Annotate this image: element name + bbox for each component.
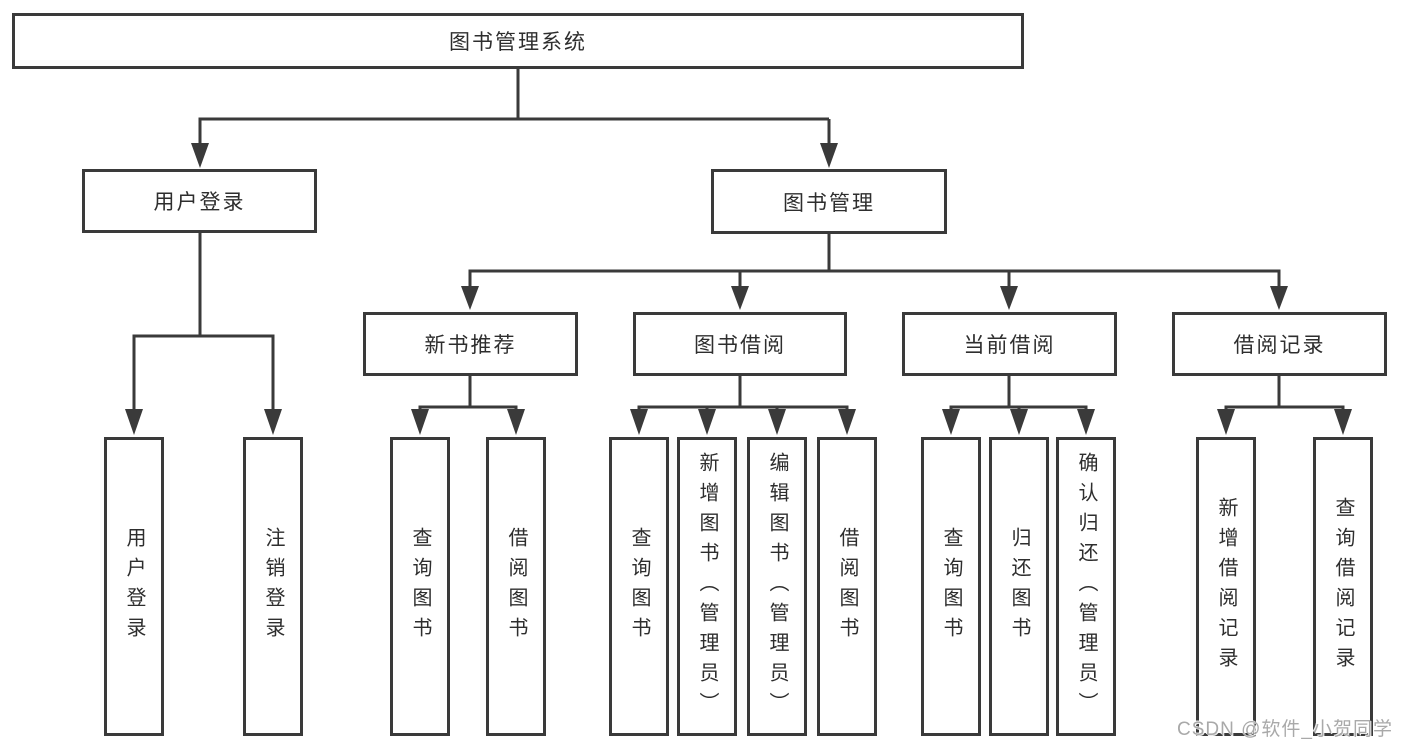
connector-root-to-level1 <box>191 69 838 168</box>
node-borrow-records: 借阅记录 <box>1172 312 1387 376</box>
leaf-label: 借阅图书 <box>836 526 858 647</box>
node-label: 图书借阅 <box>694 334 786 357</box>
node-label: 图书管理系统 <box>449 31 587 54</box>
node-new-book-recommend: 新书推荐 <box>363 312 578 376</box>
arrowhead <box>731 286 749 310</box>
node-label: 图书管理 <box>783 191 875 215</box>
arrowhead <box>411 409 429 435</box>
leaf-borrow-books-recommend: 借阅图书 <box>486 437 546 736</box>
arrowhead <box>630 409 648 435</box>
leaf-label: 确认归还（管理员） <box>1075 451 1097 722</box>
leaf-return-books: 归还图书 <box>989 437 1049 736</box>
node-label: 用户登录 <box>153 191 246 214</box>
node-label: 借阅记录 <box>1233 334 1326 357</box>
arrowhead <box>838 409 856 435</box>
leaf-add-borrow-record: 新增借阅记录 <box>1196 437 1256 736</box>
node-current-borrow: 当前借阅 <box>902 312 1117 376</box>
arrowhead <box>461 286 479 310</box>
leaf-query-books-current: 查询图书 <box>921 437 981 736</box>
arrowhead <box>942 409 960 435</box>
leaf-user-login: 用户登录 <box>104 437 164 736</box>
connector-new-book-recommend-to-leaves <box>411 376 525 435</box>
arrowhead <box>264 409 282 435</box>
leaf-label: 用户登录 <box>123 526 145 647</box>
arrowhead <box>1000 286 1018 310</box>
connector-current-borrow-to-leaves <box>942 376 1095 435</box>
arrowhead <box>1217 409 1235 435</box>
leaf-label: 编辑图书（管理员） <box>766 451 788 722</box>
arrowhead <box>1270 286 1288 310</box>
arrowhead <box>698 409 716 435</box>
leaf-label: 查询图书 <box>628 526 650 647</box>
leaf-borrow-books: 借阅图书 <box>817 437 877 736</box>
leaf-edit-book-admin: 编辑图书（管理员） <box>747 437 807 736</box>
arrowhead <box>1010 409 1028 435</box>
leaf-label: 新增图书（管理员） <box>696 451 718 722</box>
leaf-label: 查询图书 <box>409 526 431 647</box>
node-book-management: 图书管理 <box>711 169 947 234</box>
arrowhead <box>1334 409 1352 435</box>
leaf-label: 新增借阅记录 <box>1215 496 1237 677</box>
arrowhead <box>191 143 209 168</box>
connector-book-borrow-to-leaves <box>630 376 856 435</box>
leaf-query-books-borrow: 查询图书 <box>609 437 669 736</box>
node-label: 当前借阅 <box>963 334 1056 357</box>
node-user-login: 用户登录 <box>82 169 317 233</box>
node-book-borrow: 图书借阅 <box>633 312 847 376</box>
arrowhead <box>125 409 143 435</box>
connector-book-management-to-level3 <box>461 234 1288 310</box>
leaf-query-books-recommend: 查询图书 <box>390 437 450 736</box>
arrowhead <box>1077 409 1095 435</box>
leaf-confirm-return-admin: 确认归还（管理员） <box>1056 437 1116 736</box>
node-label: 新书推荐 <box>424 334 517 357</box>
leaf-label: 查询图书 <box>940 526 962 647</box>
leaf-add-book-admin: 新增图书（管理员） <box>677 437 737 736</box>
arrowhead <box>507 409 525 435</box>
node-root: 图书管理系统 <box>12 13 1024 69</box>
leaf-label: 查询借阅记录 <box>1332 496 1354 677</box>
arrowhead <box>820 143 838 168</box>
connector-user-login-to-leaves <box>125 233 282 435</box>
leaf-label: 注销登录 <box>262 526 284 647</box>
leaf-label: 归还图书 <box>1008 526 1030 647</box>
connector-borrow-records-to-leaves <box>1217 376 1352 435</box>
csdn-watermark: CSDN @软件_小贺同学 <box>1177 719 1393 740</box>
leaf-logout: 注销登录 <box>243 437 303 736</box>
leaf-query-borrow-record: 查询借阅记录 <box>1313 437 1373 736</box>
leaf-label: 借阅图书 <box>505 526 527 647</box>
arrowhead <box>768 409 786 435</box>
